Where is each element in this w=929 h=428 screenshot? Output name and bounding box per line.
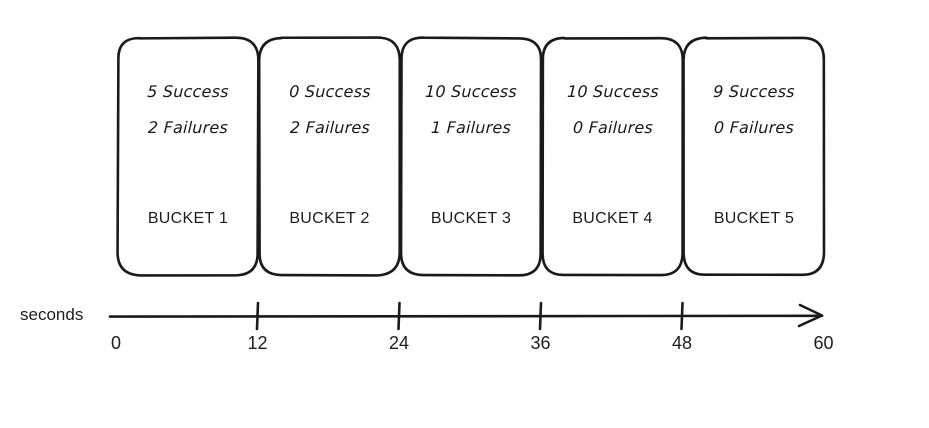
- axis-arrowhead-icon: [797, 303, 824, 328]
- axis-tick-label: 60: [813, 333, 834, 353]
- axis-tick-mark: [397, 301, 401, 331]
- bucket-failure-count: 1 Failures: [430, 118, 512, 137]
- bucket-title: BUCKET 4: [572, 210, 653, 227]
- axis-tick-label: 36: [530, 333, 551, 353]
- bucket-title: BUCKET 5: [713, 210, 795, 227]
- axis-tick-label: 12: [247, 333, 268, 353]
- axis-tick-mark: [255, 301, 260, 331]
- axis-tick-mark: [680, 301, 684, 331]
- axis-group: [108, 301, 824, 331]
- bucket-title: BUCKET 1: [147, 210, 229, 227]
- bucket-title: BUCKET 3: [430, 210, 512, 227]
- axis-tick-label: 48: [671, 333, 693, 353]
- bucket-success-count: 5 Success: [146, 82, 230, 101]
- bucket-success-count: 10 Success: [424, 82, 518, 101]
- bucket-failure-count: 2 Failures: [289, 118, 370, 137]
- bucket-success-count: 0 Success: [288, 82, 371, 101]
- bucket-success-count: 10 Success: [566, 82, 659, 101]
- bucket-success-count: 9 Success: [712, 82, 796, 101]
- bucket-failure-count: 0 Failures: [572, 118, 653, 137]
- axis-name-label: seconds: [20, 305, 84, 324]
- axis-line: [108, 314, 824, 318]
- axis-tick-label: 0: [110, 333, 122, 353]
- bucket-title: BUCKET 2: [289, 210, 370, 227]
- bucket-failure-count: 2 Failures: [147, 118, 229, 137]
- axis-tick-mark: [538, 301, 543, 331]
- axis-tick-label: 24: [388, 333, 410, 353]
- bucket-failure-count: 0 Failures: [713, 118, 795, 137]
